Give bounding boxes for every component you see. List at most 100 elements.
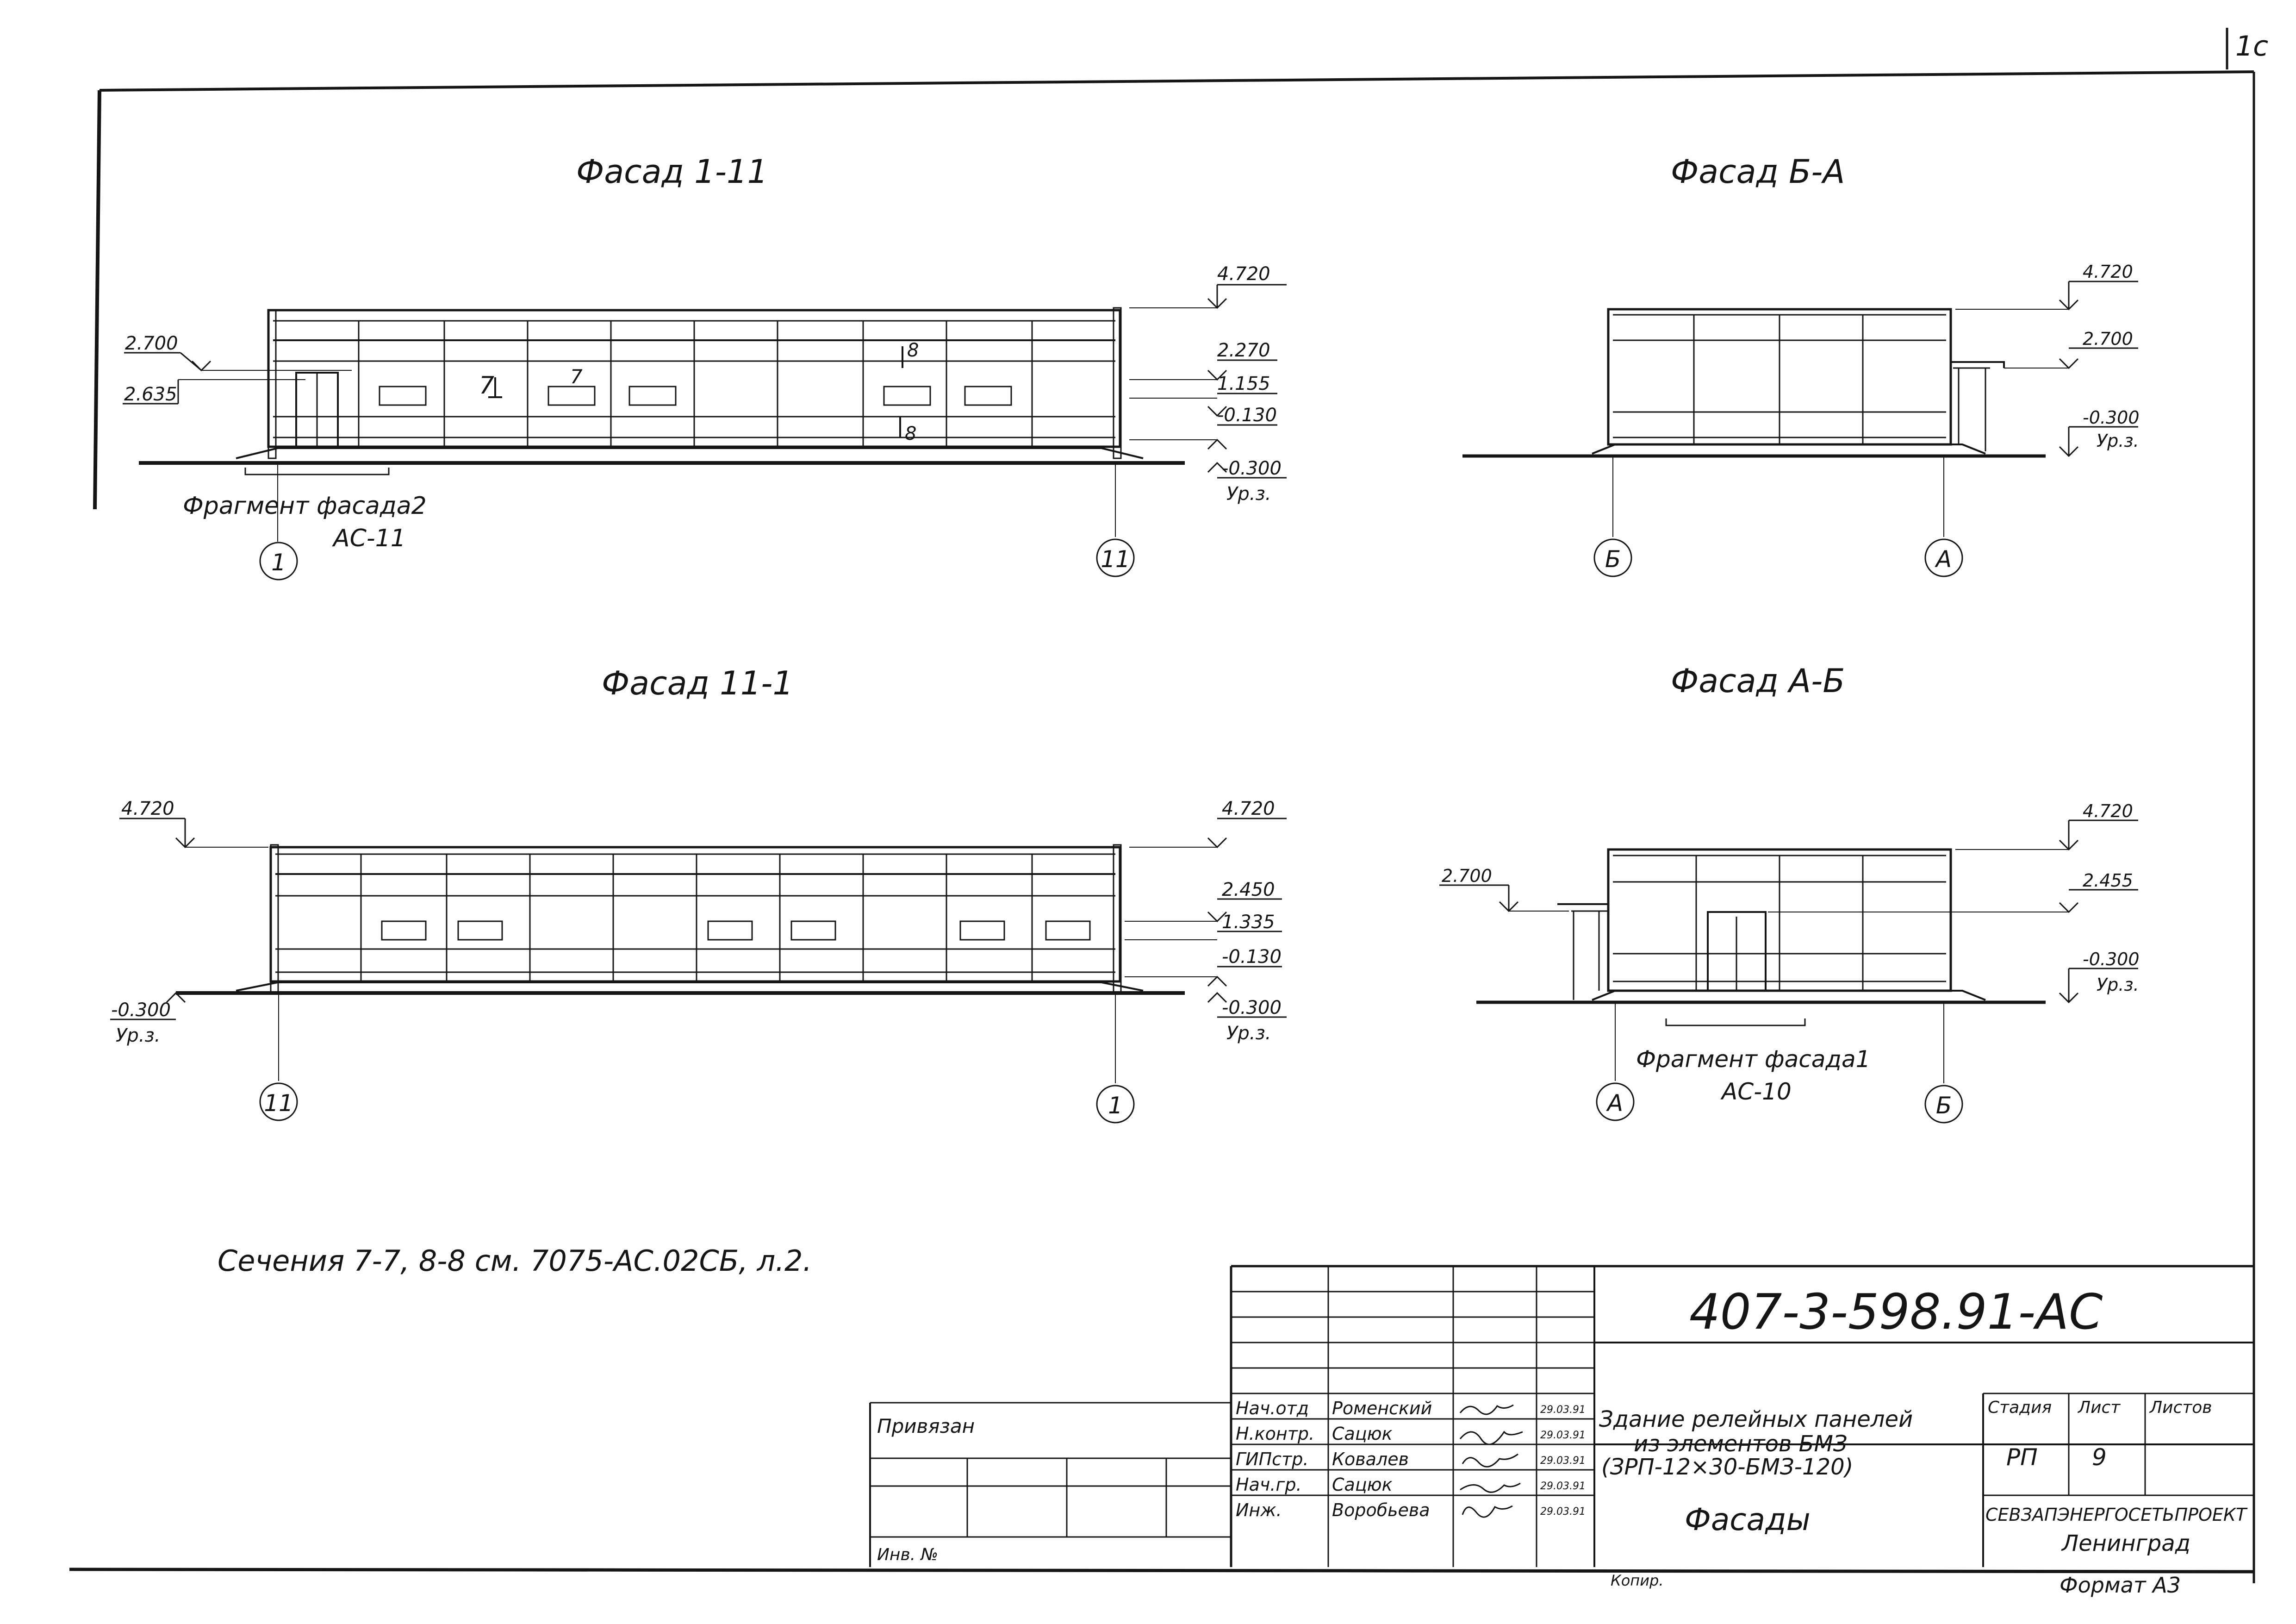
level-mark: 4.720 [2083,262,2133,282]
facade-1-11-building [139,307,1185,465]
axis-label: 11 [264,1090,293,1117]
level-mark: 4.720 [1222,798,1275,819]
facade-11-1-left-levels: 4.720 -0.300 Ур.з. [110,798,268,1046]
fragment-note-ref: АС-10 [1720,1078,1792,1105]
level-mark: -0.130 [1222,946,1282,968]
level-mark: 2.455 [2083,870,2133,891]
facade-11-1-title: Фасад 11-1 [602,664,793,702]
facade-b-a-title: Фасад Б-А [1671,153,1845,191]
copied-label: Копир. [1611,1572,1664,1589]
role-label: ГИПстр. [1236,1449,1308,1469]
ground-level-label: Ур.з. [2097,431,2139,451]
ground-level-label: Ур.з. [1226,483,1271,505]
level-mark: 4.720 [121,798,174,819]
level-mark: 4.720 [1217,263,1270,285]
facade-b-a-levels: 4.720 2.700 -0.300 Ур.з. [1955,262,2140,457]
facade-11-1-right-levels: 4.720 2.450 1.335 -0.130 -0.300 Ур.з. [1125,798,1287,1044]
role-label: Н.контр. [1236,1424,1314,1444]
level-mark: 4.720 [2083,801,2133,821]
facade-1-11-section-marks: 7 7 8 8 [479,340,919,444]
facade-1-11-axes: 1 11 [259,463,1135,581]
sign-date: 29.03.91 [1540,1430,1586,1441]
fragment-note: Фрагмент фасада1 [1636,1046,1870,1073]
role-label: Нач.отд [1236,1398,1309,1418]
project-name: Здание релейных панелей [1599,1406,1913,1432]
facade-a-b-fragment-note: Фрагмент фасада1 АС-10 [1636,1018,1870,1105]
stage-value: РП [2006,1444,2038,1471]
axis-label: Б [1936,1092,1952,1119]
section-mark-8a: 8 [907,340,919,361]
project-name: (ЗРП-12×30-БМЗ-120) [1601,1454,1853,1480]
level-mark: 1.155 [1217,373,1270,394]
axis-label: Б [1605,546,1621,573]
role-label: Инж. [1236,1500,1282,1520]
level-mark: -0.300 [111,999,171,1021]
level-mark: 2.700 [1442,866,1492,886]
inventory-label: Инв. № [877,1545,938,1564]
facade-a-b-levels: 2.700 4.720 2.455 -0.300 Ур.з. [1439,801,2140,1004]
facade-a-b: Фасад А-Б 2.700 4.720 [1439,662,2140,1124]
facade-11-1: Фасад 11-1 [110,664,1287,1124]
person-name: Роменский [1332,1398,1432,1418]
person-name: Сацюк [1332,1474,1393,1495]
axis-label: А [1935,546,1952,573]
role-label: Нач.гр. [1236,1474,1302,1495]
facade-a-b-building [1476,848,2046,1004]
axis-label: 11 [1101,546,1130,573]
facade-a-b-axes: А Б [1596,1002,1963,1124]
person-name: Сацюк [1332,1424,1393,1444]
title-block: 407-3-598.91-АС Привязан Инв. № Нач.отд … [869,1265,2254,1567]
person-name: Ковалев [1332,1449,1409,1469]
facade-b-a-building [1462,308,2046,458]
ground-level-label: Ур.з. [1226,1023,1271,1044]
level-mark: -0.300 [1222,458,1282,479]
level-mark: -0.300 [2083,407,2140,428]
axis-label: 1 [271,549,286,576]
level-mark: 2.450 [1222,879,1275,900]
sheets-header: Листов [2149,1398,2212,1417]
sheet-frame: 1c [69,28,2268,1583]
facade-1-11-title: Фасад 1-11 [576,153,768,191]
level-mark: 2.700 [2083,329,2133,349]
section-mark-7a: 7 [479,372,494,400]
axis-label: А [1606,1090,1623,1117]
level-mark: 2.270 [1217,340,1270,361]
ground-level-label: Ур.з. [2097,974,2139,995]
facade-a-b-title: Фасад А-Б [1671,662,1845,700]
facade-1-11-left-levels: 2.700 2.635 [123,333,352,405]
sign-date: 29.03.91 [1540,1480,1586,1492]
fragment-note: Фрагмент фасада2 [183,492,427,520]
facade-1-11: Фасад 1-11 [123,153,1287,581]
level-mark: 2.700 [125,333,178,354]
facade-1-11-right-levels: 4.720 2.270 1.155 -0.130 -0.300 Ур.з. [1129,263,1287,505]
signatures [1459,1404,1523,1518]
sheet-header: Лист [2077,1398,2121,1417]
fragment-note-ref: АС-11 [332,525,406,552]
drawing-code: 407-3-598.91-АС [1689,1284,2103,1340]
facade-11-1-axes: 11 1 [259,993,1135,1124]
project-name: из элементов БМЗ [1634,1431,1848,1457]
facade-1-11-fragment-note: Фрагмент фасада2 АС-11 [183,468,427,552]
page-number: 1c [2235,30,2268,62]
sign-date: 29.03.91 [1540,1455,1586,1467]
axis-label: 1 [1108,1092,1123,1119]
section-mark-8b: 8 [905,423,916,444]
city: Ленинград [2061,1530,2190,1556]
bound-label: Привязан [877,1415,975,1437]
facade-b-a: Фасад Б-А 4.720 2.700 [1462,153,2140,577]
level-mark: -0.130 [1217,405,1277,426]
stage-header: Стадия [1988,1398,2052,1417]
sign-date: 29.03.91 [1540,1404,1586,1416]
level-mark: -0.300 [2083,949,2140,969]
level-mark: 2.635 [124,384,177,405]
sign-date: 29.03.91 [1540,1506,1586,1518]
format-label: Формат А3 [2060,1573,2181,1598]
level-mark: 1.335 [1222,912,1275,933]
ground-level-label: Ур.з. [116,1025,160,1046]
facade-11-1-building [176,844,1185,995]
person-name: Воробьева [1332,1500,1430,1520]
facade-b-a-axes: Б А [1593,456,1963,577]
sheet-number: 9 [2092,1444,2107,1471]
sections-note: Сечения 7-7, 8-8 см. 7075-АС.02СБ, л.2. [218,1244,812,1278]
